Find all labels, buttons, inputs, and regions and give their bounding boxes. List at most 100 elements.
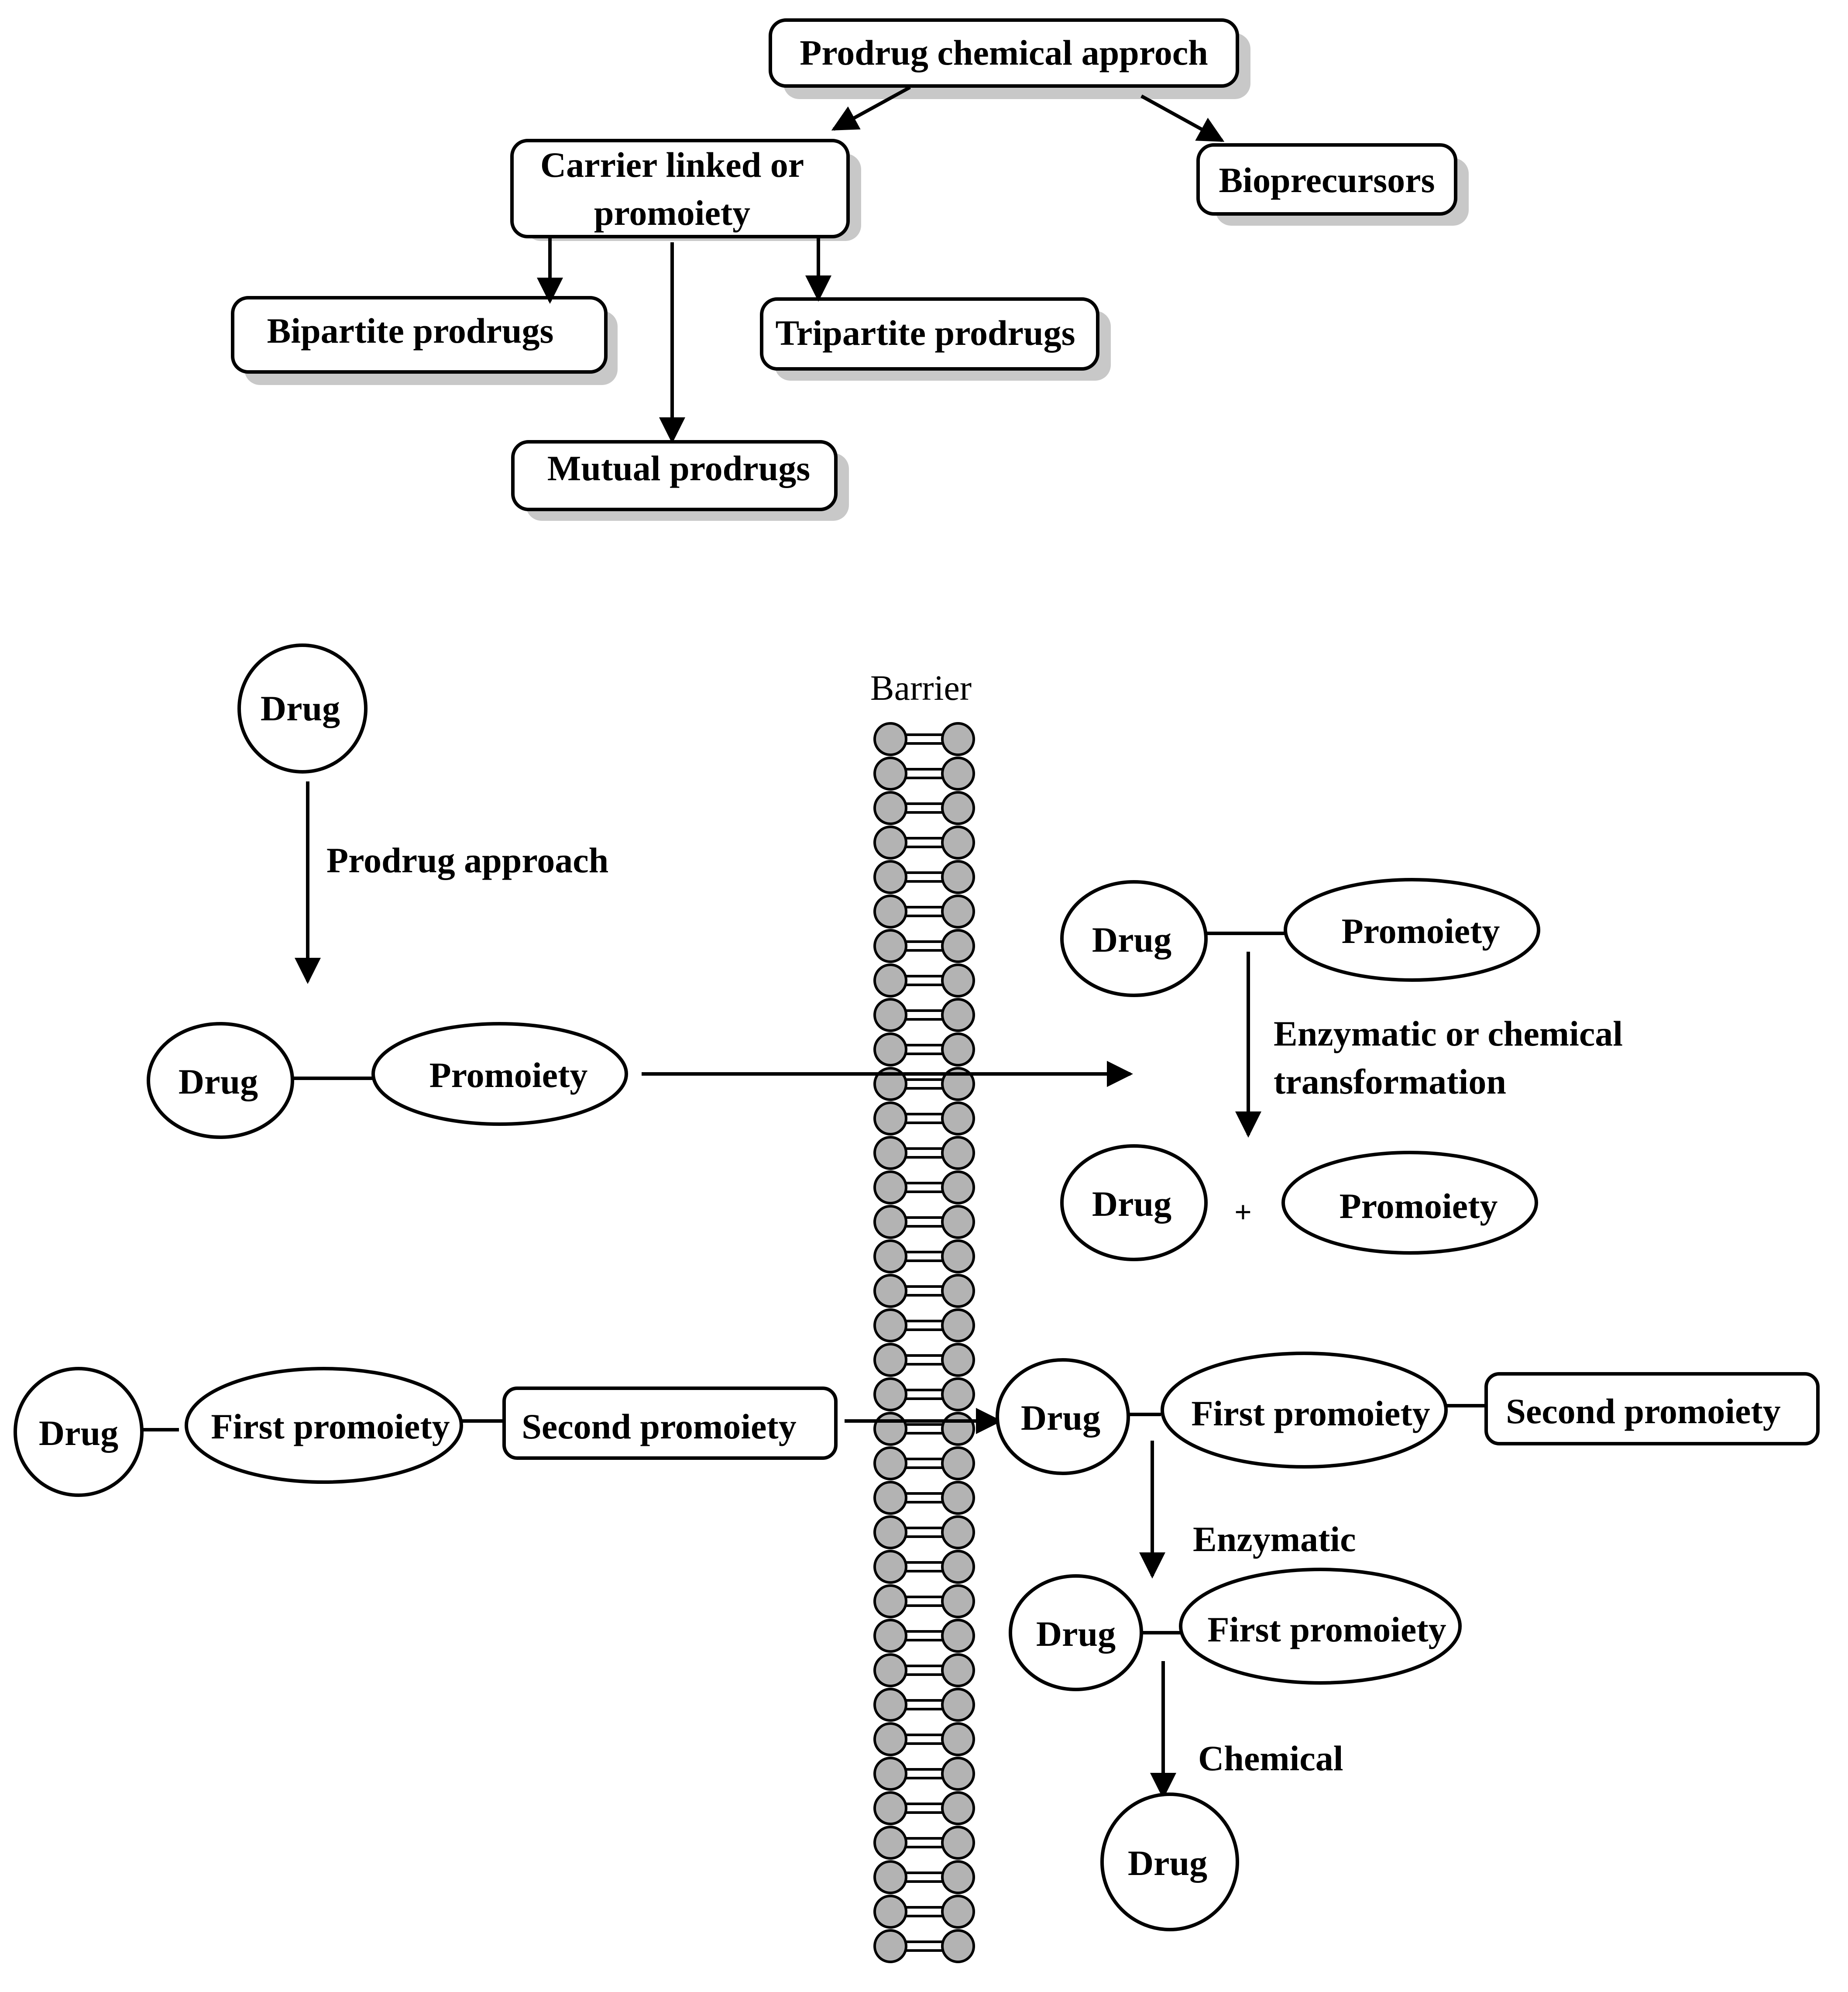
tree-tripartite-node: Tripartite prodrugs (760, 297, 1099, 371)
final-drug-label: Drug (1128, 1843, 1207, 1883)
plus-sign: + (1234, 1196, 1252, 1229)
lipid-tails (906, 1320, 942, 1331)
lipid-tails (906, 1492, 942, 1503)
lipid-head (873, 1205, 907, 1239)
tree-arrows (537, 86, 1225, 444)
lipid-head (941, 1446, 975, 1480)
lipid-head (941, 1032, 975, 1067)
lipid-head (941, 1481, 975, 1515)
lipid-head (941, 757, 975, 791)
prodrug-approach-label: Prodrug approach (326, 840, 608, 880)
lipid-head (873, 1067, 907, 1101)
result-drug-label: Drug (1092, 1184, 1171, 1224)
prodrug-promoiety-label: Promoiety (429, 1055, 588, 1095)
lipid-tails (906, 1561, 942, 1572)
lipid-head (873, 826, 907, 860)
lipid-head (941, 1377, 975, 1411)
lipid-head (873, 1550, 907, 1584)
lipid-head (941, 1688, 975, 1722)
lipid-tails (906, 906, 942, 917)
tree-carrier-node: Carrier linked or promoiety (510, 139, 850, 238)
lipid-head (941, 1101, 975, 1135)
lipid-tails (906, 1872, 942, 1883)
lipid-tails (906, 733, 942, 745)
tri-first-promoiety-ellipse (185, 1367, 463, 1484)
lipid-head (873, 1895, 907, 1929)
lipid-head (873, 963, 907, 998)
prodrug-drug-ellipse (147, 1022, 294, 1139)
lipid-head (873, 1619, 907, 1653)
lipid-tails (906, 1527, 942, 1538)
tri-first-promoiety-label: First promoiety (211, 1407, 450, 1446)
drug-label: Drug (261, 688, 340, 728)
tree-mutual-node: Mutual prodrugs (511, 440, 838, 511)
lipid-head (873, 1722, 907, 1756)
lipid-tails (906, 1665, 942, 1676)
lipid-head (873, 1757, 907, 1791)
lipid-head (873, 1412, 907, 1446)
chemical-label: Chemical (1198, 1738, 1343, 1778)
tree-root-label: Prodrug chemical approch (800, 33, 1208, 72)
lipid-head (873, 1170, 907, 1204)
lipid-head (873, 757, 907, 791)
result-drug-ellipse (1060, 1144, 1208, 1261)
tri-inside-drug-ellipse (996, 1358, 1130, 1475)
barrier-membrane (873, 722, 975, 1963)
lipid-tails (906, 1906, 942, 1917)
lipid-head (941, 1584, 975, 1618)
prodrug-promoiety-ellipse (371, 1022, 628, 1126)
inside-promoiety-label: Promoiety (1342, 911, 1500, 951)
bipartite-flow: Drug Prodrug approach Drug Promoiety Dru… (147, 643, 1623, 1261)
lipid-head (873, 1239, 907, 1273)
lipid-tails (906, 871, 942, 883)
step2-first-label: First promoiety (1207, 1610, 1446, 1649)
lipid-tails (906, 1182, 942, 1193)
final-drug-circle (1100, 1792, 1239, 1931)
lipid-tails (906, 802, 942, 814)
lipid-head (873, 998, 907, 1032)
lipid-head (941, 1895, 975, 1929)
transformation-label-2: transformation (1274, 1062, 1506, 1101)
tri-inside-second-box (1484, 1372, 1820, 1445)
lipid-head (941, 998, 975, 1032)
step2-first-ellipse (1179, 1568, 1462, 1685)
lipid-head (873, 1274, 907, 1308)
lipid-head (873, 791, 907, 825)
lipid-head (941, 1170, 975, 1204)
lipid-head (873, 1688, 907, 1722)
lipid-head (941, 1412, 975, 1446)
lipid-head (941, 1722, 975, 1756)
inside-drug-label: Drug (1092, 920, 1171, 960)
result-promoiety-ellipse (1281, 1151, 1538, 1255)
tree-bipartite-node: Bipartite prodrugs (231, 296, 608, 374)
prodrug-drug-label: Drug (179, 1062, 258, 1101)
lipid-head (941, 963, 975, 998)
lipid-head (941, 860, 975, 894)
lipid-tails (906, 1768, 942, 1779)
tri-drug-circle (14, 1367, 144, 1497)
tree-mutual-label: Mutual prodrugs (547, 448, 810, 488)
lipid-head (941, 1343, 975, 1377)
lipid-head (941, 929, 975, 963)
lipid-head (941, 1550, 975, 1584)
arrow-root-to-carrier (831, 86, 911, 131)
barrier-label: Barrier (870, 668, 972, 708)
lipid-head (873, 1343, 907, 1377)
lipid-tails (906, 1285, 942, 1297)
tri-inside-drug-label: Drug (1021, 1398, 1100, 1438)
tri-inside-first-ellipse (1161, 1352, 1448, 1469)
lipid-head (873, 860, 907, 894)
lipid-tails (906, 1940, 942, 1952)
tree-carrier-label-1: Carrier linked or (540, 145, 804, 185)
lipid-tails (906, 1837, 942, 1848)
lipid-tails (906, 1630, 942, 1641)
lipid-head (873, 722, 907, 756)
tripartite-flow: Drug First promoiety Second promoiety Dr… (14, 1352, 1820, 1931)
tree-bipartite-label: Bipartite prodrugs (267, 311, 554, 351)
lipid-tails (906, 1354, 942, 1366)
lipid-head (873, 1584, 907, 1618)
lipid-head (873, 1032, 907, 1067)
tri-inside-second-label: Second promoiety (1506, 1391, 1780, 1431)
lipid-head (873, 1860, 907, 1894)
